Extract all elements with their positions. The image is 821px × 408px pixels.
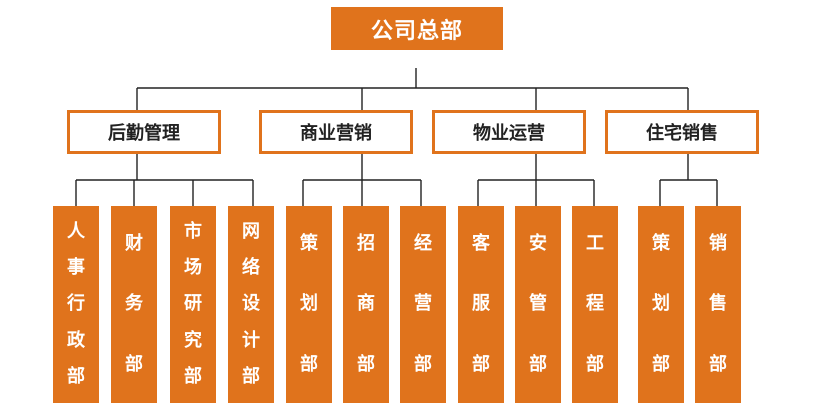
department-label-char: 商 xyxy=(357,293,375,315)
department-label-char: 市 xyxy=(184,221,202,243)
department-label-char: 计 xyxy=(242,329,260,351)
department-label-char: 划 xyxy=(300,293,318,315)
department-label-char: 部 xyxy=(184,365,202,387)
department-node: 网络设计部 xyxy=(228,206,274,403)
department-label-char: 程 xyxy=(586,293,604,315)
department-label-char: 部 xyxy=(472,353,490,375)
department-label-char: 研 xyxy=(184,293,202,315)
department-node: 工程部 xyxy=(572,206,618,403)
department-label-char: 部 xyxy=(529,353,547,375)
department-node: 财务部 xyxy=(111,206,157,403)
department-label-char: 事 xyxy=(67,257,85,279)
department-node: 策划部 xyxy=(638,206,684,403)
root-label: 公司总部 xyxy=(370,18,463,44)
division-node: 商业营销 xyxy=(259,110,413,154)
division-node: 住宅销售 xyxy=(605,110,759,154)
department-label-char: 招 xyxy=(357,233,375,255)
department-node: 经营部 xyxy=(400,206,446,403)
department-label-char: 行 xyxy=(67,293,85,315)
department-label-char: 部 xyxy=(414,353,432,375)
department-node: 安管部 xyxy=(515,206,561,403)
department-label-char: 部 xyxy=(300,353,318,375)
department-label-char: 设 xyxy=(242,293,260,315)
division-label: 物业运营 xyxy=(473,123,545,144)
department-label-char: 策 xyxy=(652,233,670,255)
division-node: 物业运营 xyxy=(432,110,586,154)
department-label-char: 部 xyxy=(242,365,260,387)
department-label-char: 营 xyxy=(414,293,432,315)
department-node: 人事行政部 xyxy=(53,206,99,403)
department-node: 客服部 xyxy=(458,206,504,403)
department-label-char: 安 xyxy=(529,233,547,255)
department-label-char: 部 xyxy=(709,353,727,375)
root-node: 公司总部 xyxy=(331,7,503,50)
division-node: 后勤管理 xyxy=(67,110,221,154)
department-label-char: 场 xyxy=(184,257,202,279)
department-node: 销售部 xyxy=(695,206,741,403)
division-label: 商业营销 xyxy=(300,123,372,144)
department-label-char: 工 xyxy=(586,233,604,255)
department-label-char: 财 xyxy=(125,233,143,255)
department-label-char: 售 xyxy=(709,293,727,315)
department-label-char: 部 xyxy=(652,353,670,375)
department-label-char: 务 xyxy=(125,293,143,315)
department-label-char: 销 xyxy=(709,233,727,255)
department-label-char: 部 xyxy=(67,365,85,387)
department-label-char: 客 xyxy=(472,233,490,255)
department-node: 策划部 xyxy=(286,206,332,403)
department-label-char: 人 xyxy=(67,221,85,243)
department-label-char: 策 xyxy=(300,233,318,255)
department-label-char: 政 xyxy=(67,329,85,351)
department-node: 招商部 xyxy=(343,206,389,403)
department-label-char: 络 xyxy=(242,257,260,279)
division-label: 住宅销售 xyxy=(646,123,718,144)
department-label-char: 部 xyxy=(586,353,604,375)
department-label-char: 网 xyxy=(242,221,260,243)
division-label: 后勤管理 xyxy=(108,123,180,144)
department-label-char: 划 xyxy=(652,293,670,315)
department-node: 市场研究部 xyxy=(170,206,216,403)
department-label-char: 究 xyxy=(184,329,202,351)
department-label-char: 部 xyxy=(357,353,375,375)
department-label-char: 经 xyxy=(414,233,432,255)
department-label-char: 服 xyxy=(472,293,490,315)
department-label-char: 管 xyxy=(529,293,547,315)
department-label-char: 部 xyxy=(125,353,143,375)
